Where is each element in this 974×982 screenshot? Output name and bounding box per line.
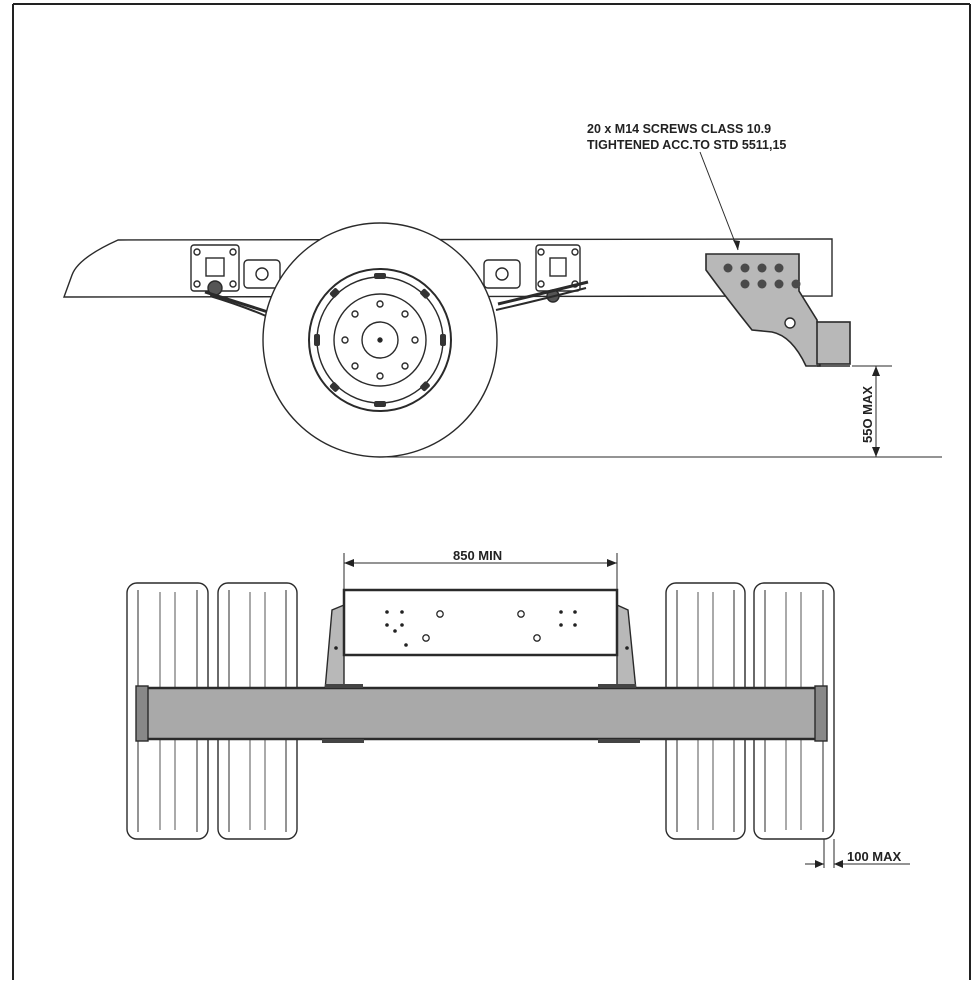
axle-end-right: [814, 685, 828, 742]
height-dim-label: 55O MAX: [860, 386, 875, 443]
mounting-plate: [342, 588, 619, 657]
tow-bracket: [705, 253, 851, 367]
screws-note-line2: TIGHTENED ACC.TO STD 5511,15: [587, 138, 786, 152]
wheel-nuts: [341, 300, 419, 380]
wheel-rim-marks: [314, 273, 446, 407]
side-wheel: [262, 222, 498, 458]
height-dimension: [852, 365, 892, 457]
front-spring-hanger: [190, 244, 281, 317]
drawing-frame: [12, 3, 971, 980]
overhang-dimension: [805, 839, 910, 868]
bracket-bolts: [723, 263, 801, 289]
rear-spring-hanger: [483, 244, 589, 311]
width-dimension: [343, 553, 618, 590]
screws-note-line1: 20 x M14 SCREWS CLASS 10.9: [587, 122, 771, 136]
width-dim-label: 850 MIN: [453, 548, 502, 563]
axle-beam: [136, 686, 826, 741]
plate-holes: [422, 610, 541, 642]
plate-dots: [334, 610, 629, 650]
overhang-dim-label: 100 MAX: [847, 849, 902, 864]
side-view: [63, 151, 942, 458]
axle-end-left: [135, 685, 149, 742]
top-view: [126, 582, 835, 840]
screws-leader-line: [699, 151, 739, 251]
